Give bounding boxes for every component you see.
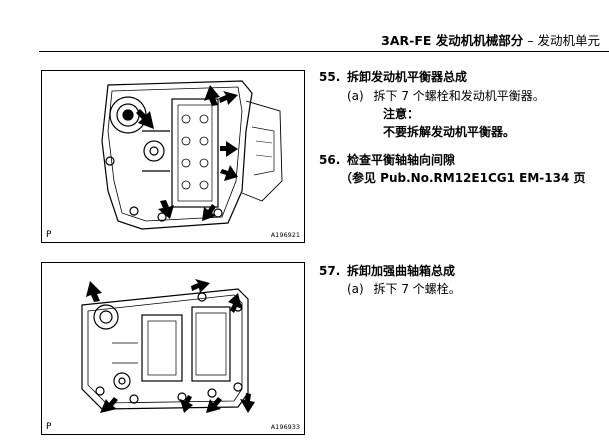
engine-balancer-drawing: [101, 80, 283, 230]
step-57-heading: 57. 拆卸加强曲轴箱总成: [319, 262, 455, 279]
step-57-substep: (a) 拆下 7 个螺栓。: [347, 280, 461, 297]
step-number: 55.: [319, 70, 341, 84]
step-number: 56.: [319, 153, 341, 167]
figure-image-id: A196921: [270, 231, 300, 239]
figure-engine-balancer: P A196921: [41, 70, 305, 243]
step-56-heading: 56. 检查平衡轴轴向间隙: [319, 151, 455, 168]
step-55-substep: (a) 拆下 7 个螺栓和发动机平衡器。: [347, 87, 545, 104]
header-title-normal: 发动机单元: [537, 33, 600, 48]
substep-marker: (a): [347, 282, 364, 296]
step-title: 检查平衡轴轴向间隙: [347, 153, 456, 167]
figure-crankcase: P A196933: [41, 262, 305, 435]
step-number: 57.: [319, 264, 341, 278]
substep-text: 拆下 7 个螺栓。: [373, 282, 461, 296]
note-text: 不要拆解发动机平衡器。: [383, 125, 516, 139]
step-title: 拆卸加强曲轴箱总成: [347, 264, 456, 278]
figure-image-id: A196933: [270, 423, 300, 431]
page-header: 3AR-FE 发动机机械部分 – 发动机单元: [0, 30, 600, 49]
figure-corner-label: P: [46, 422, 52, 432]
substep-marker: (a): [347, 89, 364, 103]
note-label: 注意：: [383, 107, 420, 121]
step-56-reference: （参见 Pub.No.RM12E1CG1 EM-134 页: [340, 171, 586, 185]
header-rule: [39, 51, 609, 52]
crankcase-drawing: [81, 279, 255, 413]
header-title-bold: 3AR-FE 发动机机械部分: [381, 33, 524, 48]
step-title: 拆卸发动机平衡器总成: [347, 70, 468, 84]
figure-corner-label: P: [46, 230, 52, 240]
header-separator: –: [523, 33, 538, 48]
step-55-heading: 55. 拆卸发动机平衡器总成: [319, 68, 467, 85]
substep-text: 拆下 7 个螺栓和发动机平衡器。: [373, 89, 545, 103]
